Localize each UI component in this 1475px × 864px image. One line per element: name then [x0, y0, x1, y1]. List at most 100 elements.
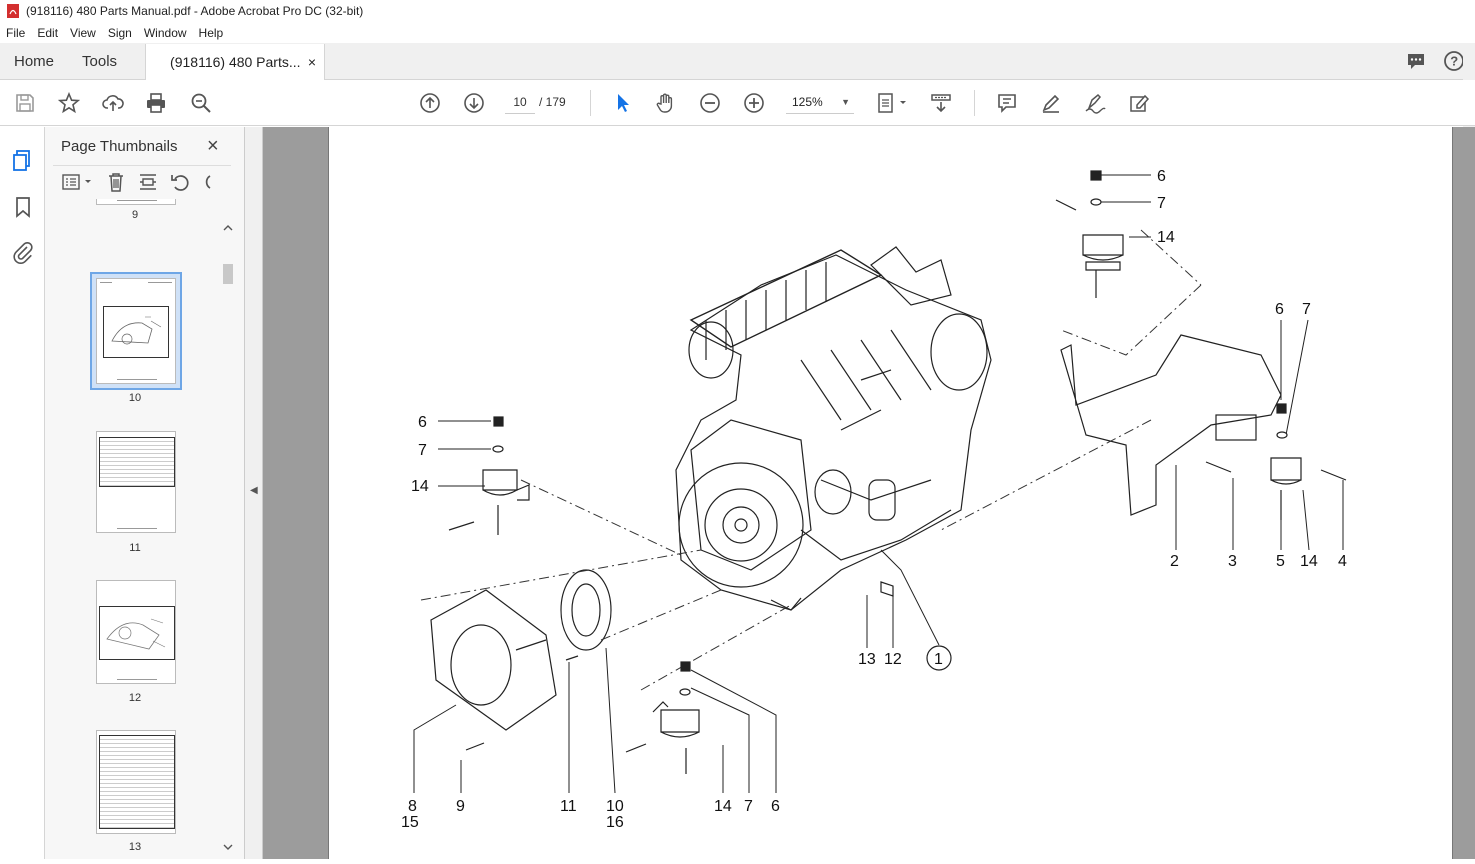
fill-sign-icon[interactable] [1127, 91, 1151, 115]
callout-label: 11 [560, 798, 577, 815]
menu-sign[interactable]: Sign [107, 25, 132, 40]
window-title: (918116) 480 Parts Manual.pdf - Adobe Ac… [26, 4, 364, 18]
search-zoom-icon[interactable] [189, 91, 213, 115]
callout-label: 13 [858, 651, 876, 668]
callout-label: 7 [1157, 195, 1166, 212]
page-fit-icon[interactable] [875, 91, 909, 115]
tab-document[interactable]: (918116) 480 Parts... × [145, 44, 326, 80]
rotate-clockwise-icon[interactable] [201, 171, 211, 193]
page-thumbnails-icon[interactable] [11, 148, 35, 172]
menu-file[interactable]: File [6, 25, 26, 40]
attachments-paperclip-icon[interactable] [11, 241, 35, 265]
scroll-mode-icon[interactable] [929, 91, 953, 115]
callout-label: 12 [884, 651, 902, 668]
print-icon[interactable] [144, 91, 168, 115]
thumbnail-page-number: 10 [128, 392, 142, 404]
thumbnail-page[interactable] [96, 580, 176, 684]
thumbnail-page-number: 11 [129, 542, 141, 554]
thumbnail-page[interactable] [96, 199, 176, 205]
callout-label: 7 [1302, 301, 1311, 318]
close-panel-icon[interactable]: × [207, 135, 219, 157]
svg-text:?: ? [1450, 54, 1458, 69]
bookmarks-icon[interactable] [11, 195, 35, 219]
pdf-page: 6 7 14 6 7 6 7 14 2 3 5 14 4 13 12 1 8 1… [328, 127, 1453, 859]
thumbnail-page-number: 12 [128, 692, 142, 704]
page-total-label: / 179 [539, 95, 566, 109]
zoom-in-icon[interactable] [742, 91, 766, 115]
left-navigation-rail [0, 127, 45, 859]
thumbnail-page[interactable] [96, 278, 176, 384]
add-comment-icon[interactable] [995, 91, 1019, 115]
document-viewport: 6 7 14 6 7 6 7 14 2 3 5 14 4 13 12 1 8 1… [263, 127, 1475, 859]
acrobat-pdf-icon [7, 4, 19, 18]
select-cursor-icon[interactable] [610, 91, 634, 115]
highlight-pen-icon[interactable] [1039, 91, 1063, 115]
engine-exploded-diagram: 6 7 14 6 7 6 7 14 2 3 5 14 4 13 12 1 8 1… [401, 168, 1347, 831]
tab-tools[interactable]: Tools [82, 52, 118, 70]
callout-label: 4 [1338, 553, 1347, 570]
scroll-up-arrow-icon[interactable] [221, 221, 235, 235]
tab-home[interactable]: Home [14, 52, 55, 70]
thumbnail-page-number: 9 [131, 209, 139, 221]
toolbar-divider [590, 90, 591, 116]
previous-page-icon[interactable] [418, 91, 442, 115]
callout-label: 14 [1300, 553, 1318, 570]
delete-trash-icon[interactable] [105, 171, 127, 193]
zoom-out-icon[interactable] [698, 91, 722, 115]
close-tab-icon[interactable]: × [307, 54, 317, 70]
diagram-labels: 6 7 14 6 7 6 7 14 2 3 5 14 4 13 12 1 8 1… [401, 168, 1347, 831]
zoom-level-value: 125% [792, 94, 823, 109]
menu-window[interactable]: Window [143, 25, 187, 40]
callout-label: 14 [411, 478, 429, 495]
callout-label: 14 [714, 798, 732, 815]
save-icon[interactable] [13, 91, 37, 115]
thumbnail-list: 9 10 11 12 13 [45, 199, 245, 859]
scrollbar-thumb[interactable] [223, 264, 233, 284]
menu-bar: File Edit View Sign Window Help [0, 22, 1475, 43]
chevron-down-icon: ▼ [841, 96, 850, 107]
window-titlebar: (918116) 480 Parts Manual.pdf - Adobe Ac… [0, 0, 1475, 22]
help-icon[interactable]: ? [1443, 50, 1465, 72]
scroll-down-arrow-icon[interactable] [221, 840, 235, 854]
callout-label: 7 [418, 442, 427, 459]
insert-pages-icon[interactable] [137, 171, 159, 193]
hand-pan-icon[interactable] [654, 91, 678, 115]
tab-bar: Home Tools (918116) 480 Parts... × ? [0, 43, 1475, 80]
collapse-panel-handle[interactable]: ◀ [245, 127, 263, 859]
zoom-level-dropdown[interactable]: 125% ▼ [786, 90, 854, 114]
callout-label: 3 [1228, 553, 1237, 570]
callout-label: 1 [934, 651, 943, 668]
menu-help[interactable]: Help [198, 25, 224, 40]
thumbnail-scrollbar[interactable] [221, 219, 235, 859]
callout-label: 6 [1157, 168, 1166, 185]
callout-label: 6 [771, 798, 780, 815]
page-thumbnails-panel: Page Thumbnails × 9 10 11 [45, 127, 245, 859]
tab-document-label: (918116) 480 Parts... [170, 54, 301, 70]
callout-label: 14 [1157, 229, 1175, 246]
comment-bubble-icon[interactable] [1405, 50, 1427, 72]
collapse-arrow-icon: ◀ [250, 485, 258, 496]
callout-label: 7 [744, 798, 753, 815]
callout-label: 10 [606, 798, 624, 815]
star-bookmark-icon[interactable] [57, 91, 81, 115]
thumbnail-page[interactable] [96, 730, 176, 834]
panel-title: Page Thumbnails [61, 138, 178, 155]
menu-view[interactable]: View [70, 25, 96, 40]
draw-signature-icon[interactable] [1083, 91, 1107, 115]
thumbnail-page[interactable] [96, 431, 176, 533]
callout-label: 6 [418, 414, 427, 431]
page-number-input[interactable] [505, 90, 535, 114]
upload-cloud-icon[interactable] [101, 91, 125, 115]
callout-label: 16 [606, 814, 624, 831]
main-toolbar: / 179 125% ▼ [0, 80, 1475, 126]
thumbnail-page-number: 13 [128, 841, 142, 853]
callout-label: 5 [1276, 553, 1285, 570]
callout-label: 6 [1275, 301, 1284, 318]
menu-edit[interactable]: Edit [37, 25, 59, 40]
callout-label: 9 [456, 798, 465, 815]
rotate-counterclockwise-icon[interactable] [169, 171, 191, 193]
thumbnail-tools [53, 165, 231, 197]
next-page-icon[interactable] [462, 91, 486, 115]
thumbnail-options-icon[interactable] [61, 172, 95, 192]
callout-label: 15 [401, 814, 419, 831]
